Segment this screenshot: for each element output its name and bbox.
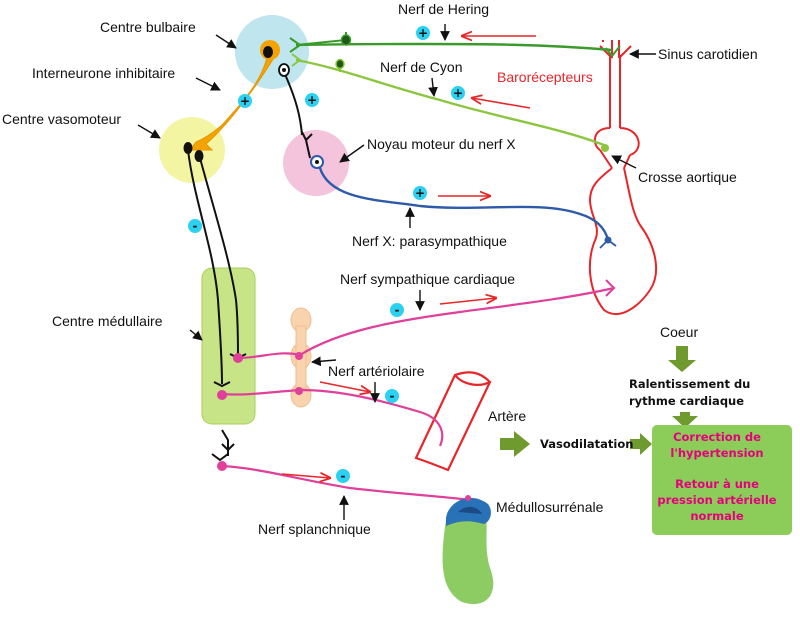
vasodilatation-arrow-left <box>500 431 530 457</box>
nerf-x-line <box>318 167 610 241</box>
label-sinus-carotidien: Sinus carotidien <box>658 46 758 62</box>
vasomotor-soma-2 <box>194 150 204 162</box>
label-ralentissement-1: Ralentissement du <box>629 377 750 391</box>
artery <box>414 371 492 472</box>
aortic-receptor <box>601 144 609 152</box>
vasodilatation-arrow-right <box>630 433 652 455</box>
label-crosse-aortique: Crosse aortique <box>638 169 737 185</box>
cyon-ganglion <box>335 58 345 70</box>
label-noyau-moteur: Noyau moteur du nerf X <box>367 136 516 152</box>
sign-badges: + + + + + - - - - <box>188 26 465 483</box>
badge-minus-sympathique: - <box>395 303 400 317</box>
centre-medullaire-region <box>201 267 256 425</box>
vasomotor-neurons <box>187 149 239 385</box>
badge-plus-hering: + <box>418 26 428 40</box>
label-nerf-arteriolaire: Nerf artériolaire <box>328 363 425 379</box>
result-box <box>652 425 792 535</box>
label-artere: Artère <box>488 408 526 424</box>
label-centre-vasomoteur: Centre vasomoteur <box>2 111 121 127</box>
result-line-3: Retour à une <box>675 477 759 491</box>
pink-synapses <box>217 352 303 471</box>
label-coeur: Coeur <box>660 324 698 340</box>
vasomotor-soma-1 <box>183 142 193 154</box>
adrenal-gland <box>442 518 494 605</box>
badge-plus-nerf-x: + <box>415 186 425 200</box>
result-line-4: pression artérielle <box>657 493 776 507</box>
label-vasodilatation: Vasodilatation <box>540 437 633 451</box>
label-arrows <box>137 24 656 520</box>
label-interneurone: Interneurone inhibitaire <box>32 65 175 81</box>
bulbaire-neuron-2 <box>283 71 303 136</box>
badge-minus-arteriolaire: - <box>390 389 395 403</box>
badge-minus-vasomoteur: - <box>193 219 198 233</box>
result-line-1: Correction de <box>673 430 761 444</box>
label-barorecepteurs: Barorécepteurs <box>497 69 593 85</box>
label-centre-medullaire: Centre médullaire <box>52 313 163 329</box>
bulbaire-neuron-1 <box>263 46 273 58</box>
result-line-2: l'hypertension <box>670 446 763 460</box>
badge-plus-interneurone: + <box>240 94 250 108</box>
label-nerf-cyon: Nerf de Cyon <box>380 59 462 75</box>
hering-ending <box>605 45 621 58</box>
label-nerf-splanchnique: Nerf splanchnique <box>258 521 371 537</box>
badge-plus-noyau: + <box>307 93 317 107</box>
badge-plus-cyon: + <box>453 86 463 100</box>
nerf-cyon-line <box>295 58 605 147</box>
ralentissement-down-arrow <box>672 412 698 428</box>
label-nerf-hering: Nerf de Hering <box>398 1 489 17</box>
label-medullosurrenale: Médullosurrénale <box>496 499 604 515</box>
nerf-hering-line <box>295 42 613 52</box>
hering-ganglion <box>340 34 352 46</box>
label-nerf-sympathique: Nerf sympathique cardiaque <box>340 271 515 287</box>
sympathetic-nerves <box>221 286 615 502</box>
badge-minus-splanchnique: - <box>341 469 346 483</box>
label-ralentissement-2: rythme cardiaque <box>629 394 744 408</box>
heart-fill <box>619 254 621 256</box>
coeur-down-arrow <box>668 346 696 372</box>
result-line-5: normale <box>690 509 743 523</box>
label-centre-bulbaire: Centre bulbaire <box>100 19 196 35</box>
label-nerf-x: Nerf X: parasympathique <box>352 233 507 249</box>
